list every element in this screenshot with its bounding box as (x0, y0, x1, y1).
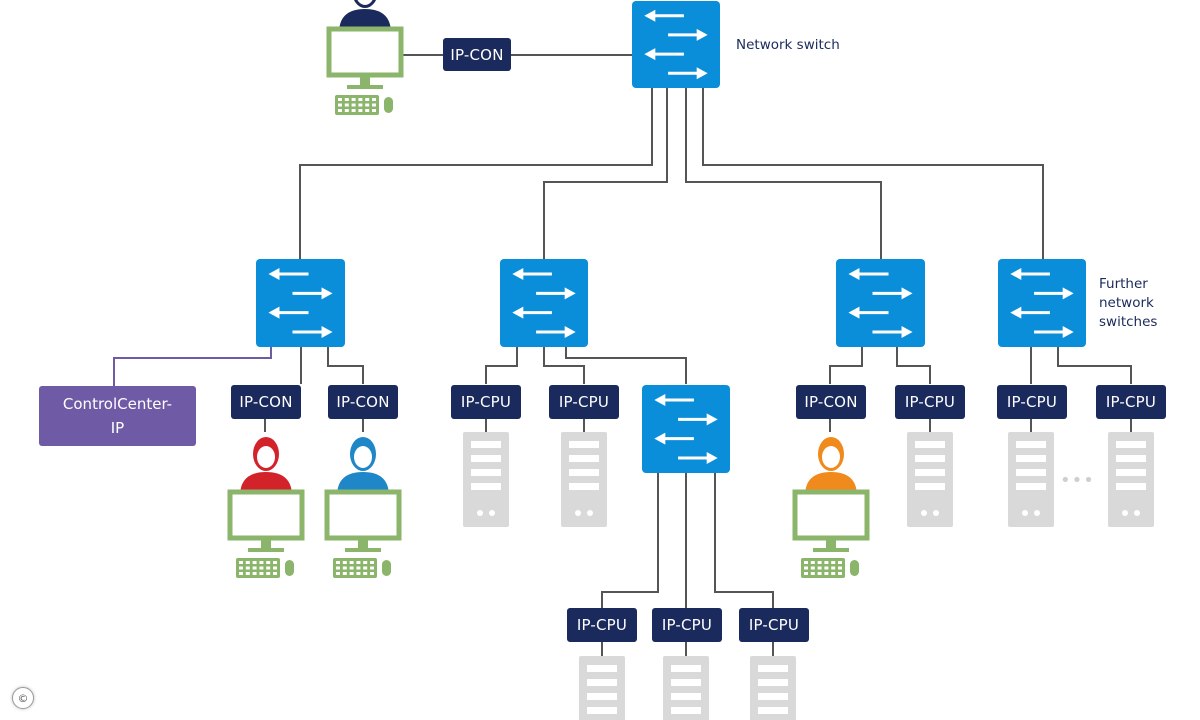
ip-cpu-8: IP-CPU (1096, 385, 1166, 419)
further-line2: network (1099, 295, 1154, 311)
ip-con-top: IP-CON (443, 38, 511, 71)
ip-cpu-5: IP-CPU (739, 608, 809, 642)
main-switch-caption: Network switch (736, 37, 840, 53)
workstation-top-icon (326, 0, 404, 115)
further-line3: switches (1099, 314, 1158, 330)
server-5-icon (750, 656, 796, 720)
workstation-orange-icon (792, 437, 870, 578)
server-7-icon (1008, 432, 1054, 527)
server-2-icon (561, 432, 607, 527)
copyright-icon: © (12, 687, 34, 709)
control-center-ip: ControlCenter- IP (39, 386, 196, 446)
server-4-icon (663, 656, 709, 720)
control-center-line1: ControlCenter- (62, 395, 173, 413)
further-line1: Further (1099, 276, 1148, 292)
workstation-blue-icon (324, 437, 402, 578)
ip-cpu-2: IP-CPU (549, 385, 619, 419)
switch-5-icon (998, 259, 1086, 347)
switch-4-icon (836, 259, 925, 347)
control-center-line2: IP (110, 419, 125, 437)
ip-cpu-1: IP-CPU (451, 385, 521, 419)
server-6-icon (907, 432, 953, 527)
switch-2-icon (500, 259, 588, 347)
server-1-icon (463, 432, 509, 527)
ip-con-2: IP-CON (328, 385, 398, 419)
ip-con-1: IP-CON (231, 385, 301, 419)
server-8-icon (1108, 432, 1154, 527)
main-network-switch-icon (632, 1, 720, 88)
ip-cpu-7: IP-CPU (997, 385, 1067, 419)
ip-cpu-3: IP-CPU (567, 608, 637, 642)
switch-1-icon (256, 259, 345, 347)
ip-cpu-6: IP-CPU (895, 385, 965, 419)
server-3-icon (579, 656, 625, 720)
further-switches-caption: Further network switches (1099, 275, 1157, 332)
ip-cpu-4: IP-CPU (652, 608, 722, 642)
ip-con-3: IP-CON (796, 385, 866, 419)
switch-sub-icon (642, 385, 730, 473)
workstation-red-icon (227, 437, 305, 578)
ellipsis: ••• (1060, 470, 1095, 491)
